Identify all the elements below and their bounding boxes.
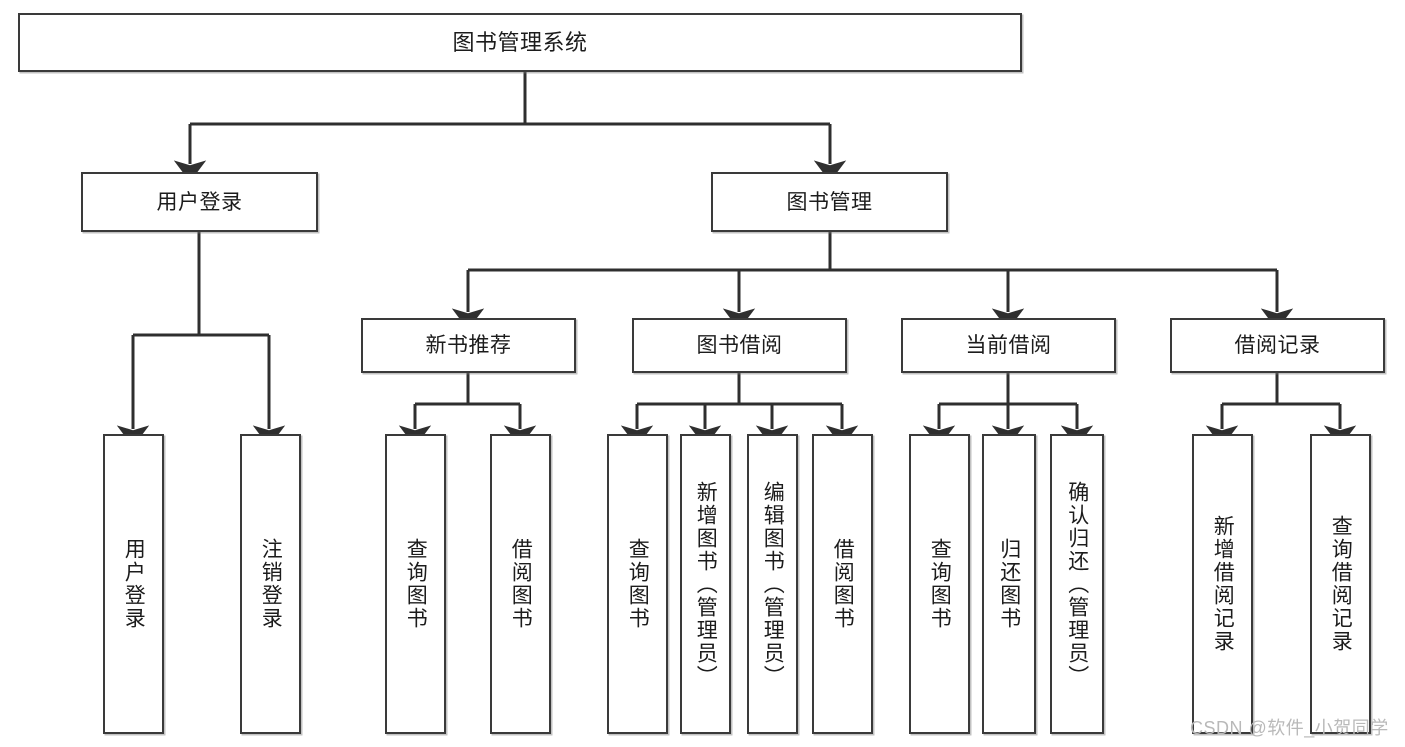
- node-borrow-record[interactable]: 借阅记录: [1170, 318, 1385, 373]
- node-leaf-edit-book-admin[interactable]: 编辑图书（管理员）: [747, 434, 798, 734]
- node-label: 图书管理: [786, 190, 873, 214]
- node-label: 当前借阅: [965, 334, 1052, 357]
- node-label: 借阅图书: [509, 538, 533, 630]
- node-label: 图书借阅: [696, 334, 783, 357]
- node-label: 新书推荐: [425, 334, 512, 357]
- node-leaf-add-book-admin[interactable]: 新增图书（管理员）: [680, 434, 731, 734]
- node-label: 借阅记录: [1234, 334, 1321, 357]
- node-label: 查询图书: [626, 538, 650, 630]
- node-book-management[interactable]: 图书管理: [711, 172, 948, 232]
- node-current-borrow[interactable]: 当前借阅: [901, 318, 1116, 373]
- node-label: 注销登录: [259, 538, 283, 630]
- node-leaf-query-book-borrow[interactable]: 查询图书: [607, 434, 668, 734]
- node-label: 归还图书: [997, 538, 1021, 630]
- node-leaf-query-book-current[interactable]: 查询图书: [909, 434, 970, 734]
- node-leaf-query-borrow-record[interactable]: 查询借阅记录: [1310, 434, 1371, 734]
- node-leaf-query-book-recommend[interactable]: 查询图书: [385, 434, 446, 734]
- node-label: 用户登录: [122, 538, 146, 630]
- node-label: 查询图书: [928, 538, 952, 630]
- node-leaf-logout[interactable]: 注销登录: [240, 434, 301, 734]
- node-label: 新增借阅记录: [1211, 515, 1235, 653]
- node-leaf-add-borrow-record[interactable]: 新增借阅记录: [1192, 434, 1253, 734]
- node-leaf-borrow-book[interactable]: 借阅图书: [812, 434, 873, 734]
- node-label: 查询图书: [404, 538, 428, 630]
- node-label: 新增图书（管理员）: [694, 480, 718, 688]
- node-leaf-return-book[interactable]: 归还图书: [982, 434, 1036, 734]
- csdn-watermark: CSDN @软件_小贺同学: [1190, 718, 1389, 738]
- node-label: 借阅图书: [831, 538, 855, 630]
- node-book-borrow[interactable]: 图书借阅: [632, 318, 847, 373]
- node-root-system[interactable]: 图书管理系统: [18, 13, 1022, 72]
- node-label: 确认归还（管理员）: [1065, 480, 1089, 688]
- node-label: 查询借阅记录: [1329, 515, 1353, 653]
- node-label: 用户登录: [156, 190, 243, 214]
- node-leaf-user-login[interactable]: 用户登录: [103, 434, 164, 734]
- node-leaf-borrow-book-recommend[interactable]: 借阅图书: [490, 434, 551, 734]
- node-user-login[interactable]: 用户登录: [81, 172, 318, 232]
- node-leaf-confirm-return-admin[interactable]: 确认归还（管理员）: [1050, 434, 1104, 734]
- node-label: 编辑图书（管理员）: [761, 480, 785, 688]
- node-new-book-recommend[interactable]: 新书推荐: [361, 318, 576, 373]
- node-label: 图书管理系统: [452, 29, 588, 55]
